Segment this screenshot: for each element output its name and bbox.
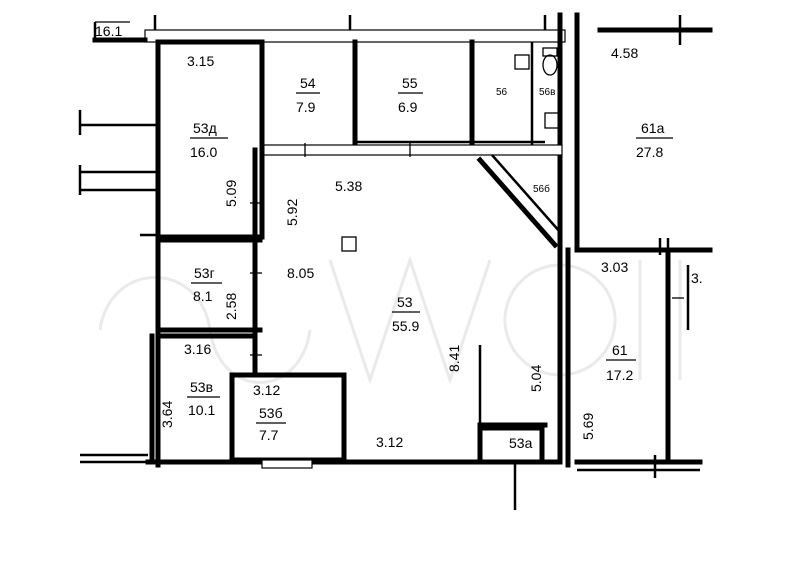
- dimension-5-69: 5.69: [580, 413, 596, 440]
- room-labels: 16.1 53д 16.0 54 7.9 55 6.9 56 56в 56б 6…: [95, 21, 673, 451]
- dimension-8-41: 8.41: [446, 345, 462, 372]
- dimension-3-15: 3.15: [187, 53, 214, 69]
- room-area-61a: 27.8: [636, 144, 663, 160]
- room-area-61: 17.2: [606, 367, 633, 383]
- dimension-5-38: 5.38: [335, 178, 362, 194]
- bathroom-fixtures: [341, 47, 561, 252]
- dimension-3-03: 3.03: [601, 259, 628, 275]
- room-number-53g: 53г: [194, 265, 215, 281]
- sink-icon: [544, 112, 561, 129]
- room-number-61a: 61а: [641, 120, 665, 136]
- dimension-3-right: 3.: [691, 270, 703, 286]
- room-area-53d: 16.0: [190, 144, 217, 160]
- room-area-top-left: 16.1: [95, 23, 122, 39]
- room-area-53v: 10.1: [188, 402, 215, 418]
- room-number-56v: 56в: [539, 87, 555, 98]
- room-number-53d: 53д: [193, 120, 217, 136]
- watermark: [98, 255, 682, 385]
- dimension-2-58: 2.58: [223, 293, 239, 320]
- dimension-3-64: 3.64: [159, 401, 175, 428]
- room-area-54: 7.9: [296, 99, 316, 115]
- dimension-8-05: 8.05: [287, 265, 314, 281]
- room-number-56b: 56б: [533, 183, 550, 195]
- room-number-53: 53: [397, 294, 413, 310]
- room-area-55: 6.9: [398, 99, 418, 115]
- room-area-53: 55.9: [392, 318, 419, 334]
- dimension-3-12-bottom: 3.12: [376, 434, 403, 450]
- sink-icon: [514, 54, 530, 70]
- dimension-5-04: 5.04: [528, 365, 544, 392]
- room-area-53b: 7.7: [259, 427, 279, 443]
- dimension-4-58: 4.58: [611, 45, 638, 61]
- dimension-ticks: [250, 143, 684, 356]
- room-number-56: 56: [496, 87, 508, 98]
- room-number-54: 54: [300, 75, 316, 91]
- toilet-icon: [542, 54, 558, 76]
- dimension-5-09: 5.09: [223, 180, 239, 207]
- dimension-3-16: 3.16: [184, 341, 211, 357]
- room-area-53g: 8.1: [193, 288, 213, 304]
- room-number-53a: 53а: [509, 435, 533, 451]
- dimension-5-92: 5.92: [284, 199, 300, 226]
- room-number-61: 61: [612, 342, 628, 358]
- room-number-53v: 53в: [190, 379, 213, 395]
- walls: [78, 12, 713, 510]
- dimension-labels: 3.15 4.58 5.38 8.05 3.03 3. 3.16 3.12 3.…: [159, 45, 703, 450]
- room-number-55: 55: [402, 75, 418, 91]
- dimension-3-12-top: 3.12: [253, 382, 280, 398]
- column-icon: [341, 236, 357, 252]
- room-number-53b: 53б: [259, 405, 283, 421]
